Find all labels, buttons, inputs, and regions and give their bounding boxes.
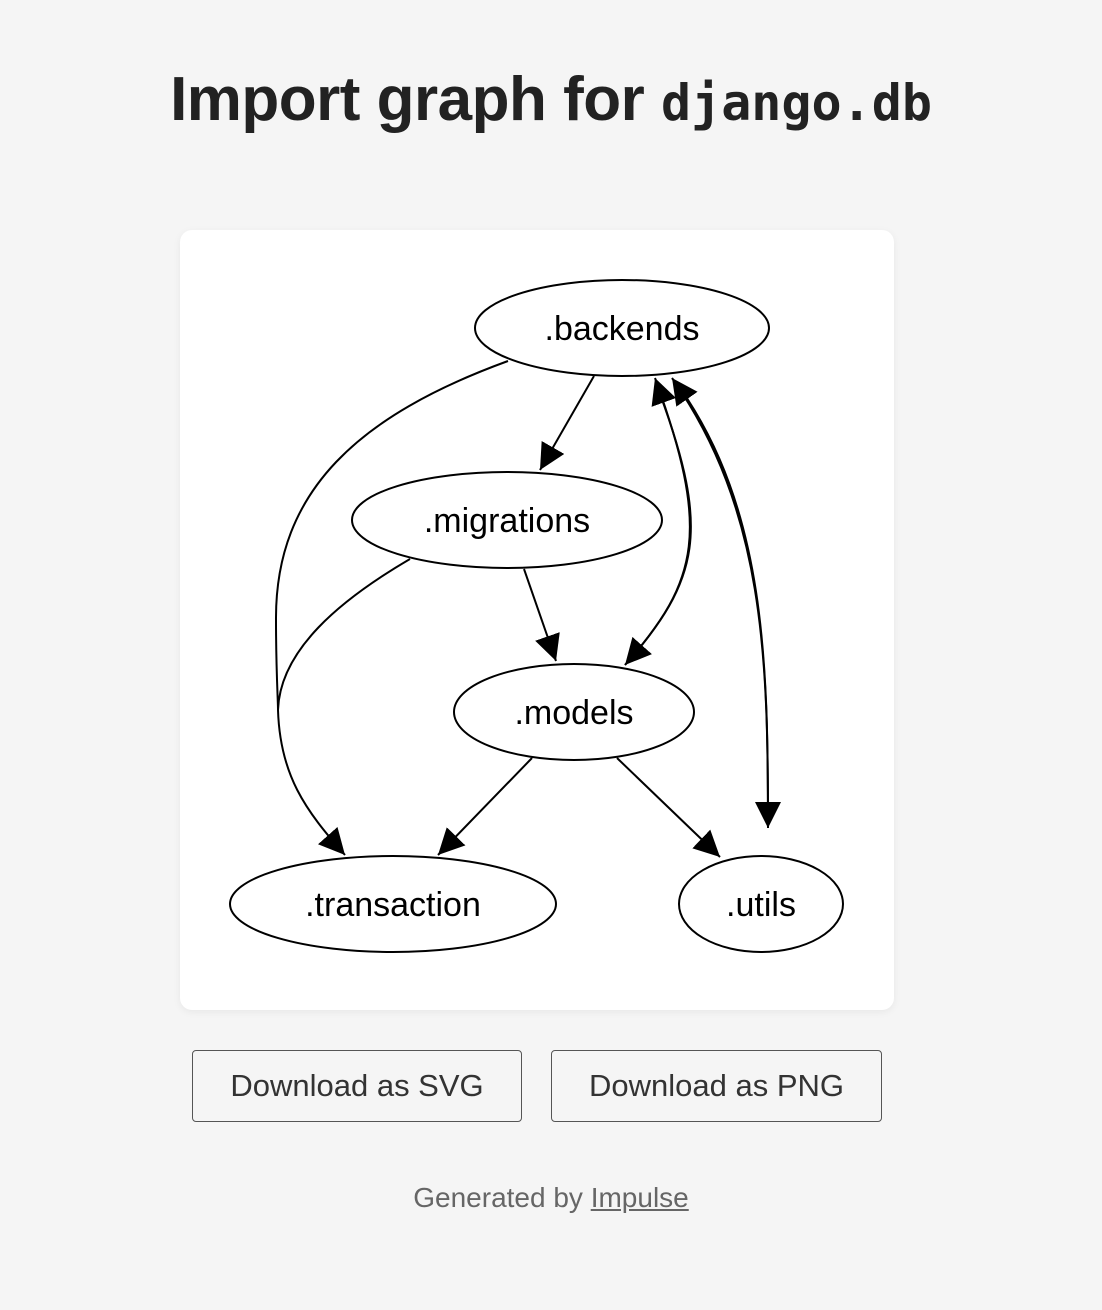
node-models: .models <box>453 663 695 761</box>
edge-migrations-transaction <box>277 558 411 711</box>
node-migrations: .migrations <box>351 471 663 569</box>
edge-models-transaction <box>437 757 533 856</box>
node-utils-label: .utils <box>726 886 796 924</box>
node-utils: .utils <box>678 855 844 953</box>
node-transaction: .transaction <box>229 855 557 953</box>
node-backends: .backends <box>474 279 770 377</box>
node-transaction-label: .transaction <box>305 886 481 924</box>
page-title-prefix: Import graph for <box>170 65 645 134</box>
download-svg-button[interactable]: Download as SVG <box>192 1050 522 1122</box>
download-png-button[interactable]: Download as PNG <box>551 1050 882 1122</box>
edge-models-utils <box>616 757 721 858</box>
module-name: django.db <box>661 74 932 132</box>
node-backends-label: .backends <box>545 310 700 348</box>
graph-card: .backends .migrations .models .transacti… <box>180 230 894 1010</box>
edge-models-backends <box>624 377 691 666</box>
node-migrations-label: .migrations <box>424 502 590 540</box>
footer-prefix: Generated by <box>413 1182 583 1213</box>
edge-utils-backends <box>671 377 769 829</box>
node-models-label: .models <box>514 694 633 732</box>
edge-backends-utils <box>679 387 781 829</box>
impulse-link[interactable]: Impulse <box>590 1182 689 1213</box>
edge-backends-migrations <box>539 375 595 471</box>
edge-migrations-models <box>523 568 560 662</box>
footer: Generated by Impulse <box>0 1182 1102 1214</box>
page-title: Import graph for django.db <box>0 64 1102 135</box>
edge-backends-transaction <box>274 360 509 856</box>
import-graph: .backends .migrations .models .transacti… <box>229 279 844 953</box>
